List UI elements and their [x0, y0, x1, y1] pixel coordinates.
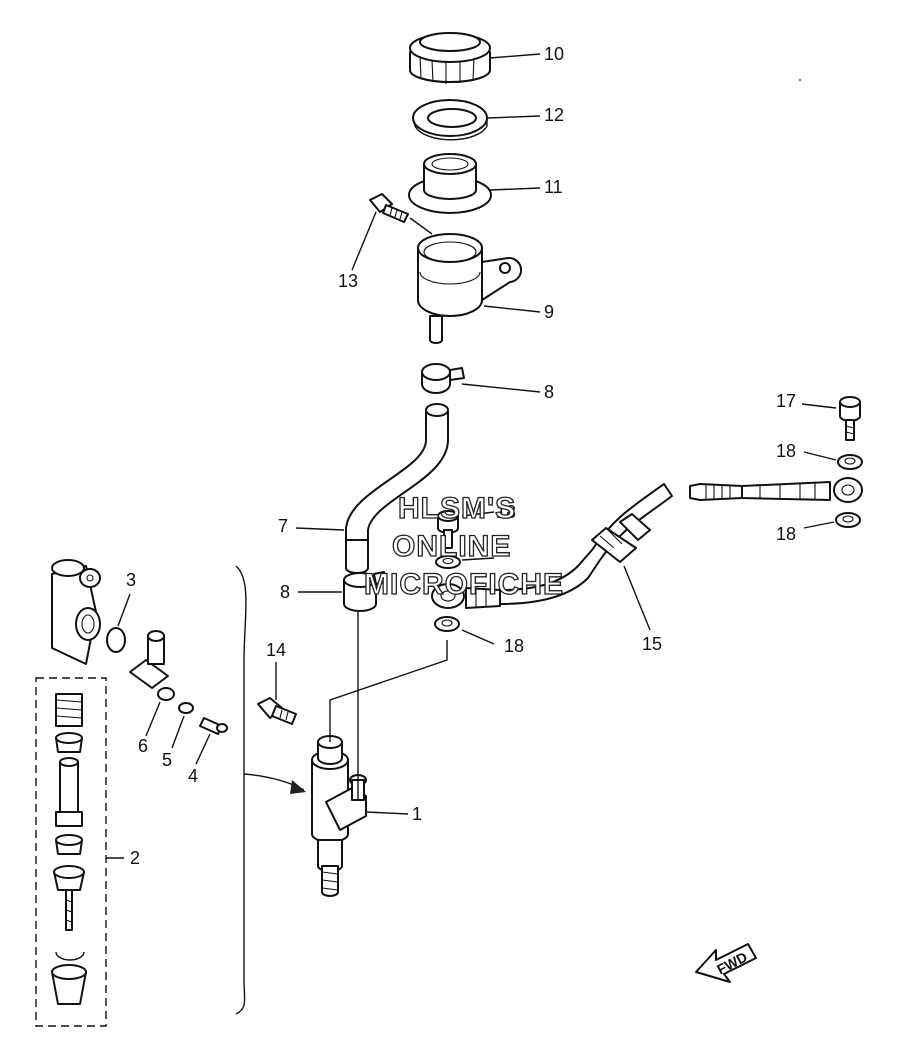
part-4-screw: [199, 717, 228, 735]
callout-6: 6: [138, 736, 148, 756]
part-18-washer-right-lower: [835, 512, 861, 528]
callout-3: 3: [126, 570, 136, 590]
part-5-nut: [178, 702, 194, 714]
watermark-line1: HLSM'S: [398, 492, 516, 525]
part-2-piston-kit: [35, 677, 107, 1027]
watermark-line3: MICROFICHE: [364, 568, 564, 601]
part-15-brake-hose: [465, 477, 863, 609]
callout-10: 10: [544, 44, 564, 64]
watermark-line2: ONLINE: [392, 530, 511, 563]
part-8-clamp-upper: [421, 363, 465, 394]
part-3-o-ring: [106, 627, 126, 653]
part-banjo-fitting: [431, 583, 465, 609]
assembly-line-banjo: [329, 640, 448, 742]
part-hose-joint: [129, 630, 169, 689]
part-11-diaphragm: [408, 153, 492, 214]
part-12-diaphragm-plate: [412, 99, 488, 141]
callout-5: 5: [162, 750, 172, 770]
part-17-union-bolt: [839, 396, 861, 441]
callout-8-upper: 8: [544, 382, 554, 402]
callout-8-lower: 8: [280, 582, 290, 602]
part-18-washer-center-upper: [435, 555, 461, 569]
part-10-reservoir-cap: [409, 32, 491, 84]
part-7-hose: [345, 403, 449, 574]
part-9-reservoir-tank: [417, 233, 522, 344]
bracket-line: [235, 565, 247, 1015]
part-union-bolt-center: [437, 510, 459, 549]
part-8-clamp-lower: [343, 571, 387, 612]
callout-2: 2: [130, 848, 140, 868]
callout-18-right-lower: 18: [776, 524, 796, 544]
part-13-screw: [369, 193, 433, 235]
callout-15: 15: [642, 634, 662, 654]
callout-18-center-upper: 18: [496, 502, 516, 522]
part-18-washer-center-lower: [434, 616, 460, 632]
callout-9: 9: [544, 302, 554, 322]
part-cylinder-body-left: [51, 559, 101, 665]
speck-dot: [799, 79, 801, 81]
callout-4: 4: [188, 766, 198, 786]
callout-17: 17: [776, 391, 796, 411]
callout-12: 12: [544, 105, 564, 125]
callout-11: 11: [544, 177, 563, 197]
part-1-master-cylinder: [311, 735, 367, 897]
callout-18-center-lower: 18: [504, 636, 524, 656]
callout-18-right-upper: 18: [776, 441, 796, 461]
part-6-washer: [157, 687, 175, 701]
callout-7: 7: [278, 516, 288, 536]
callout-14: 14: [266, 640, 286, 660]
arrow-head: [290, 780, 306, 794]
fwd-direction-badge: FWD: [695, 943, 757, 983]
callout-1: 1: [412, 804, 422, 824]
part-18-washer-right-upper: [837, 454, 863, 470]
leader-lines: [106, 53, 837, 859]
part-14-bolt: [257, 697, 297, 725]
callout-13: 13: [338, 271, 358, 291]
